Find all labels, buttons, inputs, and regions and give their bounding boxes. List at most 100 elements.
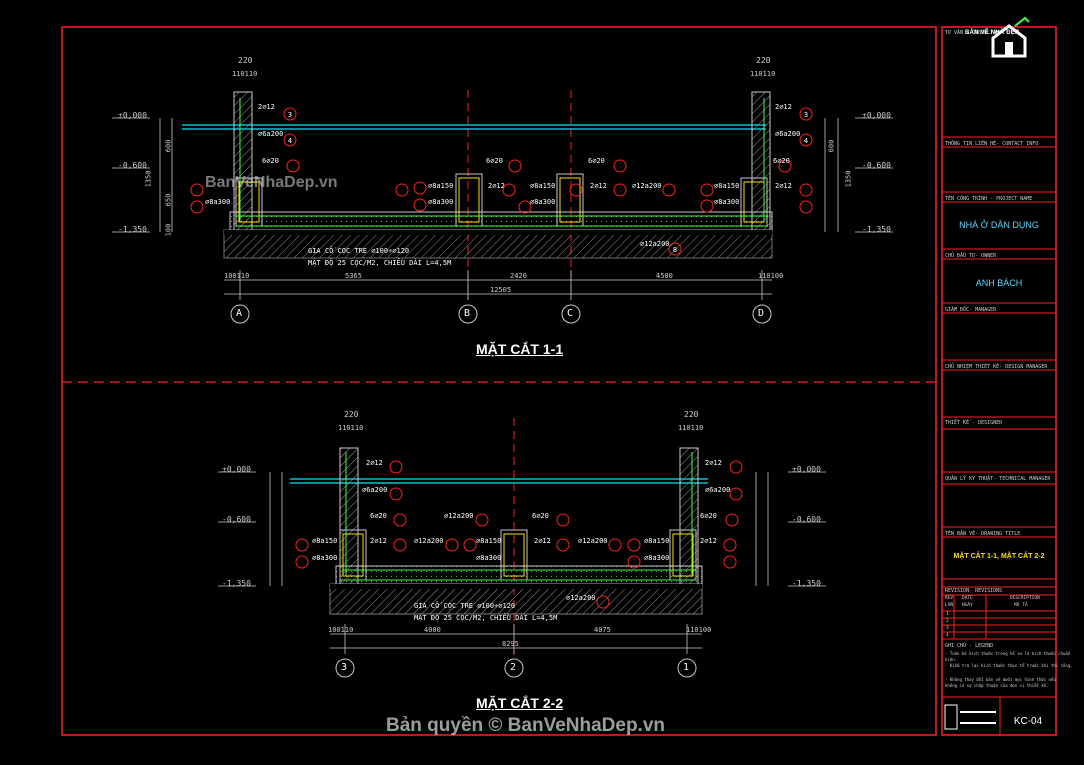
top-dim-220-c: 220	[684, 410, 699, 419]
axis-B: B	[464, 308, 471, 319]
tb-rev-3: 3	[946, 626, 949, 631]
tb-rev-4: 4	[946, 633, 949, 638]
rebar2-d6a200: ⌀6a200	[362, 486, 388, 494]
level-2-right: -1,350	[862, 225, 891, 234]
pile-note-2-2: MẬT ĐỘ 25 CỌC/M2, CHIỀU DÀI L=4,5M	[414, 614, 558, 622]
svg-text:4: 4	[288, 137, 292, 145]
level-2-c: -1,350	[792, 579, 821, 588]
dim-100: 100	[164, 223, 173, 237]
level-1-c: -0,600	[792, 515, 821, 524]
axis-C: C	[567, 308, 574, 319]
top-dim-wall-c: 110110	[678, 424, 704, 432]
bottom-dim-1: 5365	[345, 272, 362, 280]
axis-3: 3	[341, 662, 348, 673]
section-2-2-drawing	[218, 418, 826, 678]
tb-consultant: TƯ VẤN - CONSULTANT	[945, 30, 1003, 36]
watermark-footer: Bản quyền © BanVeNhaDep.vn	[386, 715, 666, 736]
tb-design-manager: CHỦ NHIỆM THIẾT KẾ- DESIGN MANAGER	[945, 364, 1048, 370]
title-block-lines	[942, 136, 1056, 735]
rebar2-d12a200-b: ⌀12a200	[444, 512, 474, 520]
rebar2-d8a300: ⌀8a300	[312, 554, 338, 562]
rebar2-2d12-d: 2⌀12	[705, 459, 722, 467]
rebar-d8a300-b: ⌀8a300	[428, 198, 454, 206]
bottom-dim-2: 2420	[510, 272, 527, 280]
rebar2-d8a300-b: ⌀8a300	[476, 554, 502, 562]
rebar2-d8a150-c: ⌀8a150	[644, 537, 670, 545]
rebar2-2d12-e: 2⌀12	[700, 537, 717, 545]
tb-note-4: không có sự chấp thuận của đơn vị thiết …	[945, 683, 1049, 688]
section-title-2: MẶT CẮT 2-2	[476, 695, 564, 711]
tb-rev-h3-vn: MÔ TẢ	[1014, 603, 1028, 608]
rebar-6d20-d: 6⌀20	[773, 157, 790, 165]
section-title-1: MẶT CẮT 1-1	[476, 341, 564, 357]
total-dim-2: 8295	[502, 640, 519, 648]
tb-revision-label: REVISION- REVISIONS	[945, 588, 1003, 594]
rebar2-2d12-c: 2⌀12	[534, 537, 551, 545]
level-1-right: -0,600	[862, 161, 891, 170]
svg-text:3: 3	[804, 111, 808, 119]
top-dim-220: 220	[238, 56, 253, 65]
rebar2-2d12: 2⌀12	[366, 459, 383, 467]
watermark-inline: BanVeNhaDep.vn	[205, 174, 338, 191]
rebar-2d12-d: 2⌀12	[775, 103, 792, 111]
dim-600: 600	[164, 139, 173, 153]
top-dim-wall-b: 110110	[338, 424, 364, 432]
tb-drawing-title: MẶT CẮT 1-1, MẶT CẮT 2-2	[953, 553, 1045, 560]
tb-rev-2: 2	[946, 619, 949, 624]
rebar-d12a200: ⌀12a200	[632, 182, 662, 190]
level-0-right: ±0,000	[862, 111, 891, 120]
bottom-dim2-0: 100110	[328, 626, 354, 634]
rebar-2d12-e: 2⌀12	[775, 182, 792, 190]
dim-1350-right: 1350	[844, 170, 853, 188]
tb-rev-h1: REV	[945, 596, 954, 601]
logo-text: BẢN VẼ NHÀ ĐẸP	[965, 30, 1020, 36]
svg-text:3: 3	[288, 111, 292, 119]
rebar2-d8a300-c: ⌀8a300	[644, 554, 670, 562]
level-2: -1,350	[118, 225, 147, 234]
rebar-d6a200: ⌀6a200	[258, 130, 284, 138]
tb-tech-manager: QUẢN LÝ KỸ THUẬT- TECHNICAL MANAGER	[945, 476, 1051, 482]
bottom-dim2-2: 4075	[594, 626, 611, 634]
tb-drawing-title-label: TÊN BẢN VẼ- DRAWING TITLE	[945, 531, 1021, 537]
pile-note-1: GIA CỐ CỌC TRE ⌀100÷⌀120	[308, 247, 410, 255]
drawing-frame	[61, 26, 937, 736]
rebar-6d20-b: 6⌀20	[486, 157, 503, 165]
title-block-frame	[941, 26, 1057, 736]
top-dim-220-b: 220	[344, 410, 359, 419]
bottom-dim-0: 100110	[224, 272, 250, 280]
axis-1: 1	[683, 662, 690, 673]
rebar2-d8a150-b: ⌀8a150	[476, 537, 502, 545]
logo: BẢN VẼ NHÀ ĐẸP	[963, 16, 1055, 66]
rebar-2d12-b: 2⌀12	[488, 182, 505, 190]
tb-rev-h3: DESCRIPTION	[1010, 596, 1040, 601]
dim-1350: 1350	[144, 170, 153, 188]
section-1-1-drawing: 3 4 3 4 8	[112, 90, 893, 324]
pile-note-2-1: GIA CỐ CỌC TRE ⌀100÷⌀120	[414, 602, 516, 610]
tb-contact: THÔNG TIN LIÊN HỆ- CONTACT INFO	[945, 141, 1039, 147]
svg-text:8: 8	[673, 246, 677, 254]
svg-text:4: 4	[804, 137, 808, 145]
tb-owner-label: CHỦ ĐẦU TƯ- OWNER	[945, 253, 997, 259]
tb-project-name: NHÀ Ở DÂN DỤNG	[959, 220, 1039, 230]
pile-note-2: MẬT ĐỘ 25 CỌC/M2, CHIỀU DÀI L=4,5M	[308, 259, 452, 267]
bottom-dim2-3: 110100	[686, 626, 712, 634]
rebar-d12a200-b: ⌀12a200	[640, 240, 670, 248]
tb-owner-name: ANH BÁCH	[975, 278, 1023, 288]
tb-rev-h2: DATE	[962, 596, 973, 601]
dim-600-right: 600	[827, 139, 836, 153]
rebar2-2d12-b: 2⌀12	[370, 537, 387, 545]
axis-D: D	[758, 308, 765, 319]
rebar-d8a300-c: ⌀8a300	[530, 198, 556, 206]
axis-A: A	[236, 308, 243, 319]
rebar2-d6a200-b: ⌀6a200	[705, 486, 731, 494]
level-0: ±0,000	[118, 111, 147, 120]
level-1-b: -0,600	[222, 515, 251, 524]
tb-note-3: - Không thay đổi bản vẽ dưới mọi hình th…	[945, 677, 1056, 682]
rebar-2d12-c: 2⌀12	[590, 182, 607, 190]
rebar-d8a300: ⌀8a300	[205, 198, 231, 206]
rebar2-d12a200: ⌀12a200	[414, 537, 444, 545]
rebar2-d8a150: ⌀8a150	[312, 537, 338, 545]
tb-note-1: hiện.	[945, 657, 958, 662]
rebar-d8a150-b: ⌀8a150	[530, 182, 556, 190]
